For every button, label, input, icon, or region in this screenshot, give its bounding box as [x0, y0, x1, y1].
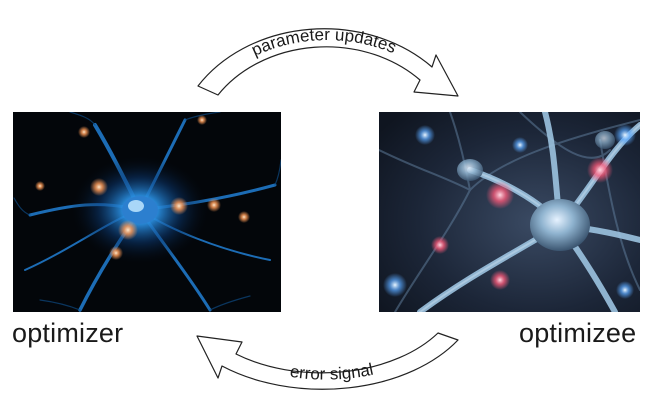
optimizer-neuron-image	[13, 112, 281, 312]
bottom-arrow-label: error signal	[289, 360, 375, 384]
error-signal-arrow: error signal	[196, 332, 459, 390]
bottom-arrow-shape	[196, 332, 459, 390]
optimizee-network-image	[379, 112, 640, 312]
optimizee-label: optimizee	[519, 318, 637, 348]
svg-text:error signal: error signal	[289, 360, 375, 384]
parameter-updates-arrow: parameter updates	[197, 25, 459, 97]
top-arrow-shape	[197, 28, 459, 97]
optimizer-label: optimizer	[12, 318, 124, 348]
